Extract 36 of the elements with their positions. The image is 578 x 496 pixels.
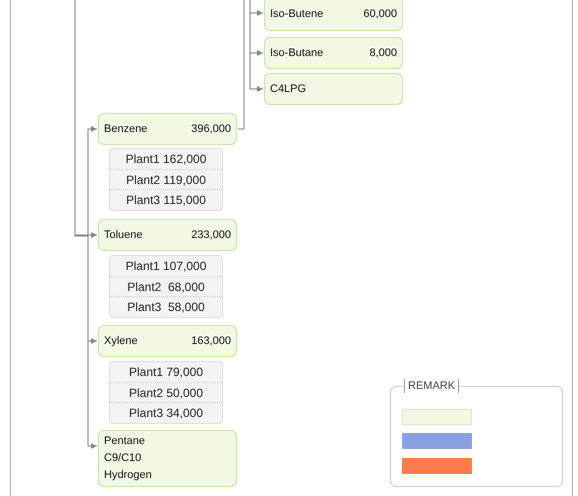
plant-table (109, 148, 223, 211)
product-name: C9/C10 (104, 451, 142, 466)
product-box (264, 73, 403, 105)
table-cell: Plant2 50,000 (110, 382, 222, 402)
connector-arrow (74, 0, 98, 449)
product-box (264, 0, 403, 31)
product-box (98, 325, 237, 357)
product-name: Toluene (104, 228, 143, 243)
connector-arrow (250, 0, 264, 92)
product-name: Iso-Butene (270, 6, 324, 22)
product-box (98, 113, 237, 145)
legend-title: REMARK (404, 379, 460, 393)
table-cell: Plant2 119,000 (110, 168, 222, 190)
table-cell: Plant2 68,000 (110, 276, 222, 296)
table-cell-text: Plant1 79,000 (128, 364, 204, 381)
product-name: C4LPG (270, 82, 306, 97)
product-name: Xylene (104, 334, 138, 349)
capacity-value: 163,000 (191, 334, 231, 349)
capacity-value: 8,000 (369, 46, 397, 61)
table-cell: Plant3 58,000 (110, 296, 222, 318)
capacity-value: 396,000 (191, 122, 231, 137)
product-box (264, 37, 403, 69)
product-box (98, 430, 237, 487)
product-name: Hydrogen (104, 468, 153, 483)
plant-table (109, 361, 223, 424)
table-cell-text: Plant1 107,000 (124, 258, 208, 275)
product-name: Pentane (104, 434, 146, 449)
table-cell: Plant3 34,000 (110, 402, 222, 424)
product-name: Benzene (104, 122, 148, 137)
plant-table (109, 255, 223, 318)
table-cell-text: Plant1 162,000 (124, 150, 208, 168)
capacity-value: 60,000 (363, 6, 397, 22)
product-box (98, 219, 237, 251)
capacity-value: 233,000 (191, 228, 231, 243)
product-name: Iso-Butane (270, 46, 324, 61)
table-cell: Plant3 115,000 (110, 189, 222, 210)
